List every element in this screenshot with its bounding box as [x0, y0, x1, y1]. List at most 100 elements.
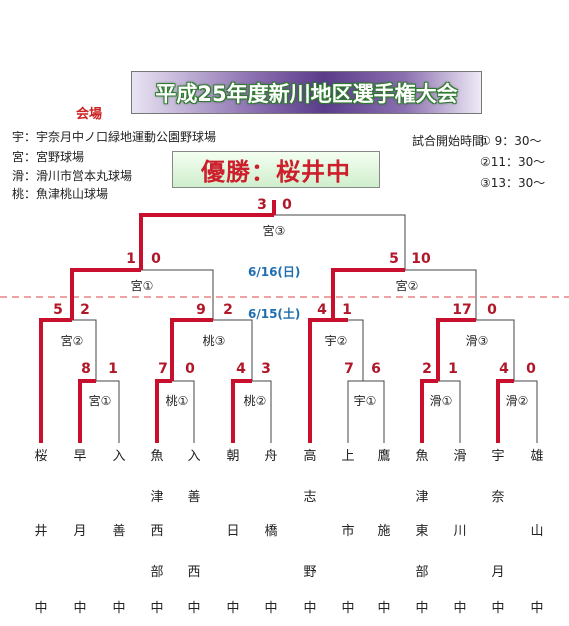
team-name-char: 市	[341, 524, 355, 539]
round1-score: 2	[422, 361, 432, 377]
venue-line: 宇：宇奈月中ノ口緑地運動公園野球場	[12, 130, 217, 144]
start-time: ②11：30～	[480, 155, 546, 169]
team-name-char: 津	[150, 490, 164, 505]
team-name-char: 日	[226, 524, 240, 539]
team-name-char: 中	[73, 601, 87, 616]
team-name-char: 山	[530, 524, 544, 539]
start-time-label: 試合開始時間	[412, 134, 485, 148]
team-name-char: 中	[491, 601, 505, 616]
team-name-char: 野	[303, 565, 317, 580]
round1-score: 8	[81, 361, 91, 377]
team-name-char: 川	[453, 524, 467, 539]
venue-line: 宮：宮野球場	[12, 150, 85, 164]
quarterfinal-score: 4	[317, 302, 327, 318]
quarterfinal-score: 1	[342, 302, 352, 318]
semifinal-venue: 宮②	[395, 279, 419, 293]
semifinal-score: 1	[126, 251, 136, 267]
team-name-char: 高	[303, 449, 317, 464]
round1-venue: 滑②	[505, 394, 529, 408]
team-name-char: 月	[73, 524, 87, 539]
winner-text: 優勝：桜井中	[201, 158, 351, 186]
team-name-char: 中	[341, 601, 355, 616]
team-name-char: 善	[112, 524, 126, 539]
team-name-char: 東	[415, 524, 429, 539]
final-score: 0	[282, 197, 292, 213]
loser-paths	[72, 214, 538, 443]
final-venue: 宮③	[262, 224, 286, 238]
team-name-char: 中	[187, 601, 201, 616]
quarterfinal-venue: 桃③	[202, 334, 226, 348]
venue-line: 桃：魚津桃山球場	[12, 187, 109, 201]
round1-venue: 宮①	[88, 394, 112, 408]
team-name-char: 月	[491, 565, 505, 580]
team-name-char: 早	[73, 449, 87, 464]
team-name-char: 井	[34, 524, 48, 539]
team-name-char: 雄	[530, 449, 544, 464]
round1-venue: 宇①	[353, 394, 377, 408]
team-name-char: 上	[341, 449, 355, 464]
team-name-char: 中	[303, 601, 317, 616]
team-name-char: 奈	[491, 490, 505, 505]
team-name-char: 魚	[415, 449, 429, 464]
semifinal-score: 10	[411, 251, 431, 267]
date-day1: 6/15(土)	[248, 307, 301, 321]
team-name-char: 入	[187, 449, 201, 464]
team-name-char: 中	[530, 601, 544, 616]
round1-score: 4	[236, 361, 246, 377]
team-name-char: 滑	[453, 449, 467, 464]
round1-venue: 桃②	[243, 394, 267, 408]
round1-score: 0	[526, 361, 536, 377]
tournament-title: 平成25年度新川地区選手権大会	[155, 81, 458, 106]
team-name-char: 舟	[264, 449, 278, 464]
team-name-char: 入	[112, 449, 126, 464]
semifinal-venue: 宮①	[130, 279, 154, 293]
team-name-char: 部	[150, 565, 164, 580]
round1-score: 0	[185, 361, 195, 377]
team-name-char: 志	[303, 490, 317, 505]
team-name-char: 中	[112, 601, 126, 616]
team-name-char: 桜	[34, 449, 48, 464]
start-time: ③13：30～	[480, 176, 546, 190]
quarterfinal-score: 2	[223, 302, 233, 318]
quarterfinal-venue: 宇②	[324, 334, 348, 348]
team-name-char: 西	[150, 524, 164, 539]
round1-score: 4	[499, 361, 509, 377]
team-name-char: 西	[187, 565, 201, 580]
team-name-char: 朝	[226, 449, 240, 464]
team-name-char: 宇	[491, 449, 505, 464]
team-name-char: 中	[150, 601, 164, 616]
round1-score: 1	[448, 361, 458, 377]
quarterfinal-venue: 滑③	[465, 334, 489, 348]
team-name-char: 橋	[264, 524, 278, 539]
round1-score: 7	[158, 361, 168, 377]
venue-heading: 会場	[76, 107, 103, 122]
tournament-title-banner: 平成25年度新川地区選手権大会	[131, 71, 482, 114]
semifinal-score: 5	[389, 251, 399, 267]
winner-banner: 優勝：桜井中	[172, 151, 380, 188]
quarterfinal-score: 2	[80, 302, 90, 318]
team-name-char: 津	[415, 490, 429, 505]
team-name-char: 中	[264, 601, 278, 616]
team-name-char: 部	[415, 565, 429, 580]
quarterfinal-score: 0	[487, 302, 497, 318]
round1-score: 3	[261, 361, 271, 377]
semifinal-score: 0	[151, 251, 161, 267]
round1-venue: 滑①	[429, 394, 453, 408]
team-name-char: 善	[187, 490, 201, 505]
team-name-char: 中	[377, 601, 391, 616]
date-day2: 6/16(日)	[248, 265, 301, 279]
quarterfinal-score: 9	[196, 302, 206, 318]
final-score: 3	[257, 197, 267, 213]
start-time: ① 9：30～	[480, 134, 542, 148]
team-name-char: 鷹	[377, 449, 391, 464]
team-name-char: 中	[226, 601, 240, 616]
team-name-char: 中	[34, 601, 48, 616]
team-name-char: 中	[415, 601, 429, 616]
round1-venue: 桃①	[165, 394, 189, 408]
team-name-char: 魚	[150, 449, 164, 464]
quarterfinal-venue: 宮②	[60, 334, 84, 348]
round1-score: 7	[344, 361, 354, 377]
quarterfinal-score: 17	[452, 302, 472, 318]
team-name-char: 施	[377, 524, 391, 539]
